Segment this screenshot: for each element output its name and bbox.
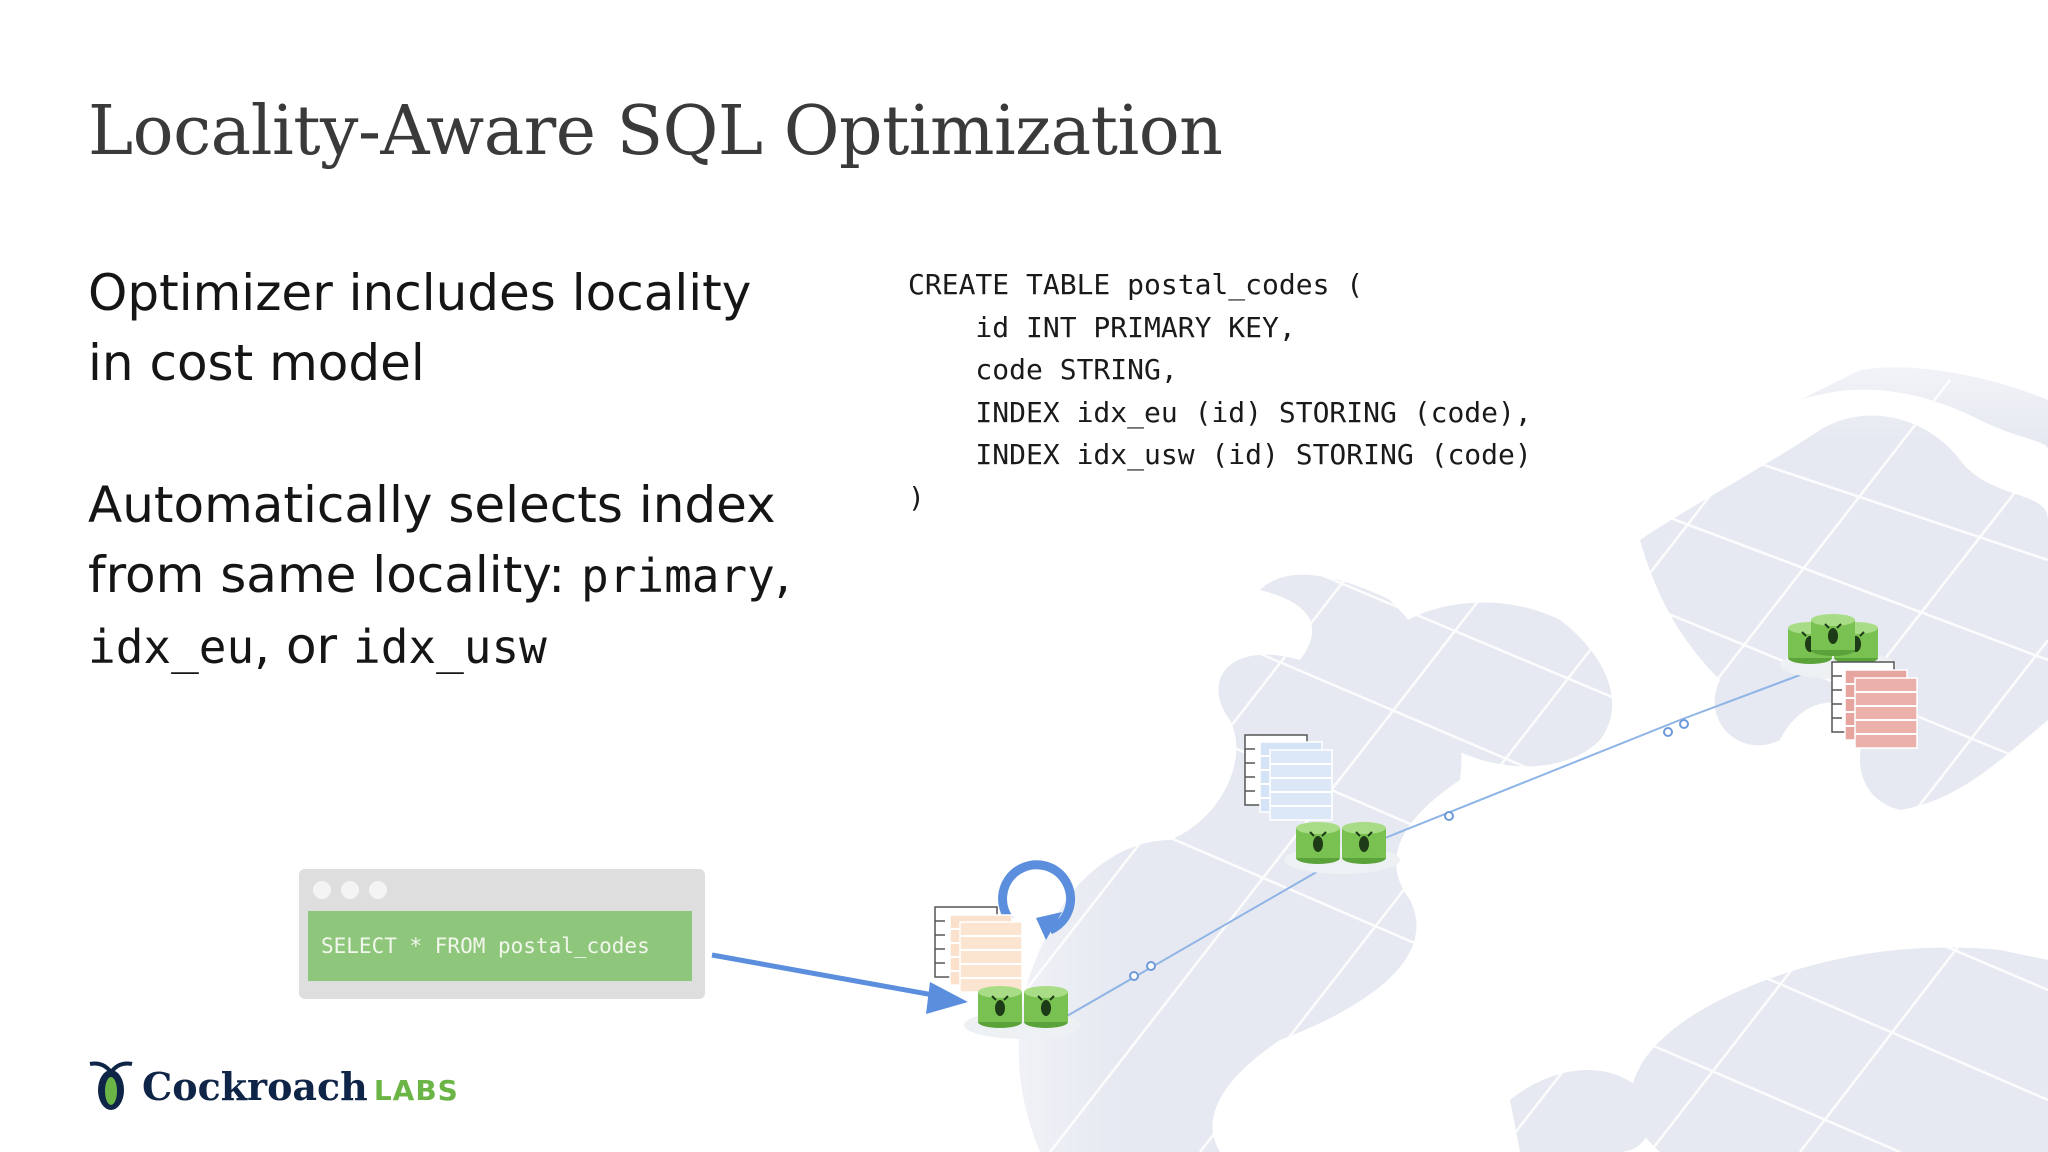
- slide-title: Locality-Aware SQL Optimization: [88, 92, 1223, 171]
- code-primary: primary: [581, 549, 775, 603]
- code-line: ): [908, 480, 925, 514]
- logo-labs: LABS: [373, 1074, 459, 1107]
- network-link-points: [1129, 719, 1689, 981]
- logo-name: Cockroach: [142, 1064, 368, 1109]
- refresh-loop-icon: [998, 860, 1076, 940]
- database-cylinder-icon: [1341, 821, 1387, 865]
- database-cylinder-icon: [1023, 985, 1069, 1029]
- window-dot-icon: [369, 881, 387, 899]
- node-europe: [1780, 613, 1918, 749]
- database-cylinder-icon: [977, 985, 1023, 1029]
- bullet-index-selection: Automatically selects index from same lo…: [88, 470, 828, 682]
- code-idx-usw: idx_usw: [353, 620, 547, 674]
- bullet-cost-model: Optimizer includes locality in cost mode…: [88, 264, 752, 392]
- map-land: [1018, 367, 2048, 1152]
- database-cylinder-icon: [1295, 821, 1341, 865]
- code-line: CREATE TABLE postal_codes (: [908, 268, 1364, 301]
- code-line: INDEX idx_eu (id) STORING (code),: [908, 395, 1532, 429]
- bullet-text: Automatically selects index from same lo…: [88, 476, 776, 604]
- node-us-west: [934, 906, 1080, 1039]
- sql-query-field[interactable]: SELECT * FROM postal_codes: [308, 911, 692, 981]
- separator: ,: [774, 546, 791, 604]
- window-dot-icon: [341, 881, 359, 899]
- code-line: code STRING,: [908, 353, 1178, 387]
- cockroach-logo-icon: [89, 1061, 133, 1110]
- code-idx-eu: idx_eu: [88, 620, 255, 674]
- code-line: INDEX idx_usw (id) STORING (code): [908, 438, 1532, 472]
- query-arrow-icon: [711, 952, 968, 1014]
- node-us-east: [1244, 734, 1400, 874]
- window-dot-icon: [313, 881, 331, 899]
- code-line: id INT PRIMARY KEY,: [908, 310, 1296, 344]
- separator: , or: [254, 617, 353, 675]
- sql-terminal-window: SELECT * FROM postal_codes: [299, 869, 705, 999]
- create-table-code-block: CREATE TABLE postal_codes ( id INT PRIMA…: [908, 264, 1532, 520]
